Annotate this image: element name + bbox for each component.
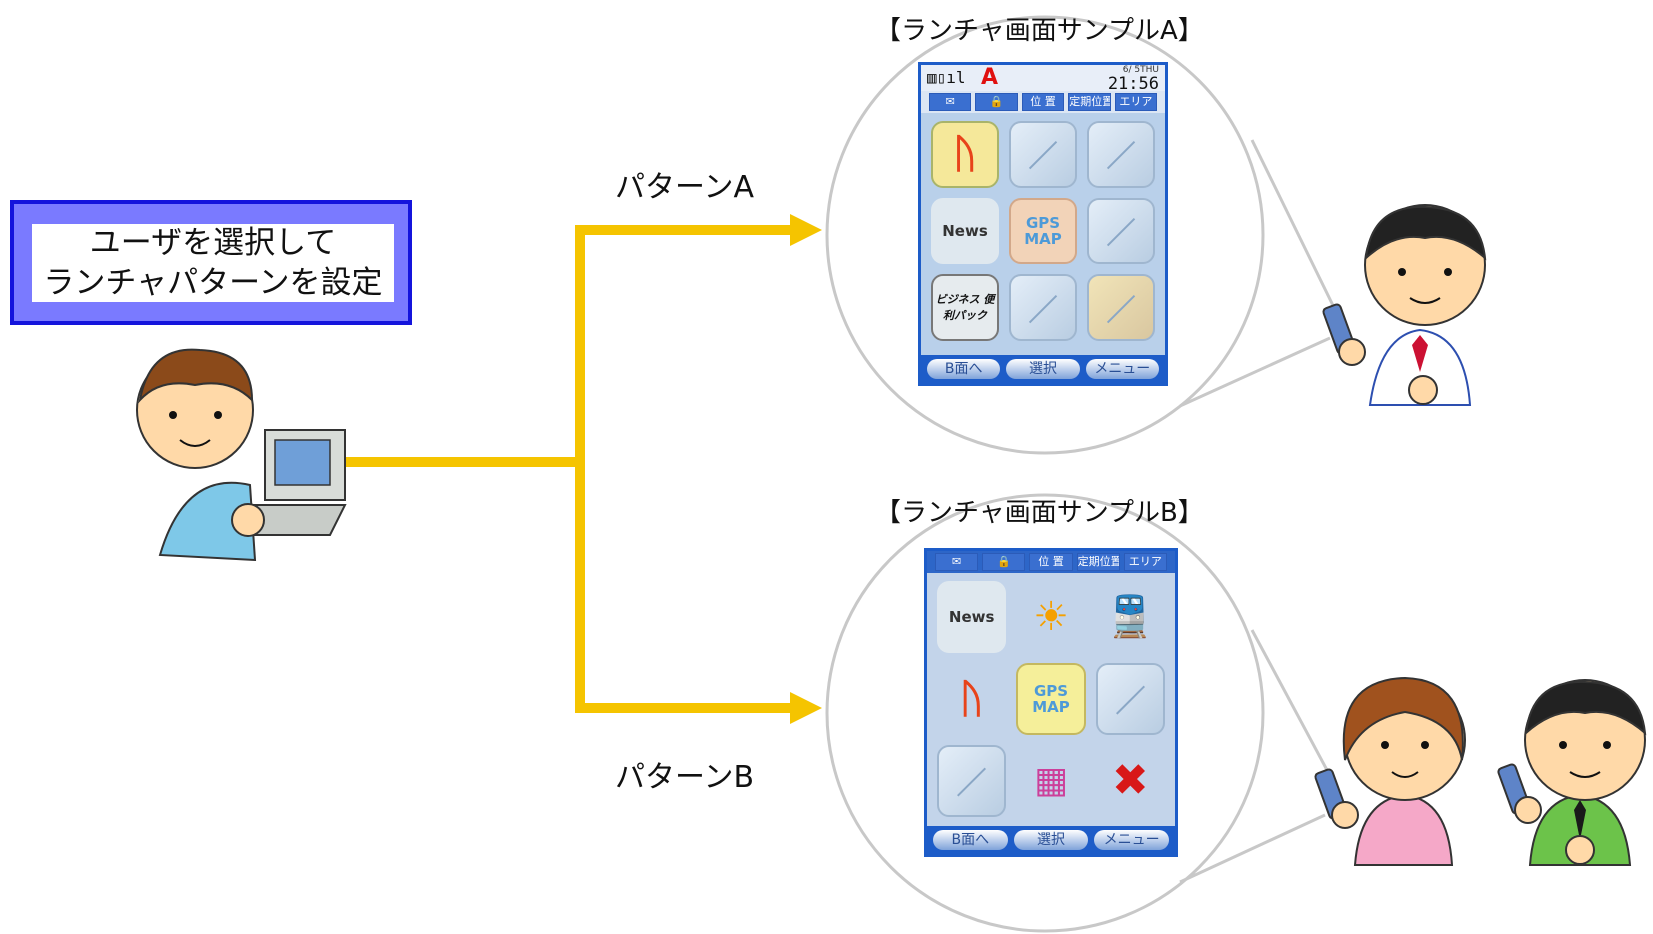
arrow-head-a	[790, 214, 822, 246]
phone-pattern-icon[interactable]: ▦	[1033, 760, 1068, 801]
status-bar-a: ▥▯ıl A 6/ 5THU 21:56	[921, 65, 1165, 94]
tab-location-b[interactable]: 位 置	[1029, 553, 1073, 571]
tab-mail-a[interactable]: ✉	[929, 93, 972, 111]
user-b-woman-icon	[1314, 676, 1466, 866]
no-service-icon[interactable]: ✖	[1111, 755, 1149, 806]
launcher-icon-b-1[interactable]: News	[937, 581, 1007, 653]
connector-pattern-a	[346, 225, 795, 467]
user-b-man-icon	[1497, 679, 1647, 866]
launcher-icon-a-2[interactable]	[1009, 121, 1077, 188]
softkey-menu-b[interactable]: メニュー	[1094, 830, 1170, 850]
tab-area-a[interactable]: エリア	[1114, 93, 1158, 111]
tab-area-b[interactable]: エリア	[1123, 553, 1168, 571]
zoom-line-b1	[1250, 629, 1337, 786]
softkey-menu-a[interactable]: メニュー	[1085, 359, 1159, 379]
zoom-line-a1	[1250, 139, 1347, 331]
launcher-icon-b-7[interactable]	[937, 745, 1007, 817]
launcher-screen-a: ▥▯ıl A 6/ 5THU 21:56 ✉ 🔒 位 置 定期位置 エリア ᚢ …	[918, 62, 1168, 386]
icon-grid-b: News ☀ 🚆 ᚢ GPS MAP ▦ ✖	[937, 581, 1165, 817]
admin-instruction-box: ユーザを選択して ランチャパターンを設定	[10, 200, 412, 325]
tab-periodic-location-b[interactable]: 定期位置	[1076, 553, 1120, 571]
zoom-line-a2	[1179, 336, 1331, 408]
tab-location-a[interactable]: 位 置	[1021, 93, 1065, 111]
connector-lines	[346, 225, 795, 713]
connector-pattern-b	[575, 462, 795, 713]
admin-instruction-line2: ランチャパターンを設定	[43, 265, 383, 301]
status-letter-a: A	[981, 65, 999, 90]
softkey-b-side-a[interactable]: B面へ	[927, 359, 1001, 379]
launcher-icon-a-3[interactable]	[1087, 121, 1155, 188]
user-a-person-icon	[1322, 204, 1487, 406]
launcher-icon-a-6[interactable]	[1087, 197, 1155, 265]
icon-grid-a: ᚢ News GPS MAP ビジネス 便利パック	[931, 121, 1155, 341]
launcher-icon-a-8[interactable]	[1009, 274, 1077, 341]
tab-periodic-location-a[interactable]: 定期位置	[1068, 93, 1111, 111]
pattern-b-label: パターンB	[615, 760, 755, 795]
status-time-a: 21:56	[1107, 74, 1159, 94]
pattern-a-label: パターンA	[615, 170, 755, 205]
sample-b-title: 【ランチャ画面サンプルB】	[875, 498, 1204, 528]
sample-a-title: 【ランチャ画面サンプルA】	[875, 16, 1204, 46]
softkey-b-side-b[interactable]: B面へ	[933, 830, 1008, 850]
launcher-icon-a-9[interactable]	[1087, 274, 1155, 341]
zoom-line-b2	[1179, 813, 1326, 884]
softkey-bar-b: B面へ 選択 メニュー	[927, 826, 1175, 854]
launcher-icon-a-4[interactable]: News	[931, 197, 999, 265]
launcher-icon-b-6[interactable]	[1095, 663, 1165, 735]
tab-lock-a[interactable]: 🔒	[975, 93, 1018, 111]
launcher-icon-b-5[interactable]: GPS MAP	[1016, 663, 1086, 735]
admin-instruction-text: ユーザを選択して ランチャパターンを設定	[32, 224, 394, 302]
train-icon[interactable]: 🚆	[1105, 594, 1156, 640]
launcher-icon-a-1[interactable]: ᚢ	[931, 121, 999, 188]
battery-signal-icon: ▥▯ıl	[927, 68, 966, 87]
weather-icon[interactable]: ☀	[1033, 594, 1069, 640]
tab-mail-b[interactable]: ✉	[935, 553, 979, 571]
launcher-icon-a-7[interactable]: ビジネス 便利パック	[931, 274, 999, 341]
launcher-screen-b: ✉ 🔒 位 置 定期位置 エリア News ☀ 🚆 ᚢ GPS MAP ▦ ✖ …	[924, 548, 1178, 857]
status-date-a: 6/ 5THU	[1122, 65, 1159, 75]
admin-instruction-line1: ユーザを選択して	[89, 225, 337, 261]
softkey-select-b[interactable]: 選択	[1013, 830, 1089, 850]
arrow-head-b	[790, 692, 822, 724]
admin-person-icon	[136, 348, 347, 562]
softkey-bar-a: B面へ 選択 メニュー	[921, 355, 1165, 383]
tab-bar-a: ✉ 🔒 位 置 定期位置 エリア	[921, 91, 1165, 113]
tab-lock-b[interactable]: 🔒	[982, 553, 1026, 571]
tab-bar-b: ✉ 🔒 位 置 定期位置 エリア	[927, 551, 1175, 573]
launcher-icon-b-4[interactable]: ᚢ	[959, 676, 984, 722]
launcher-icon-a-5[interactable]: GPS MAP	[1009, 197, 1077, 265]
softkey-select-a[interactable]: 選択	[1006, 359, 1080, 379]
